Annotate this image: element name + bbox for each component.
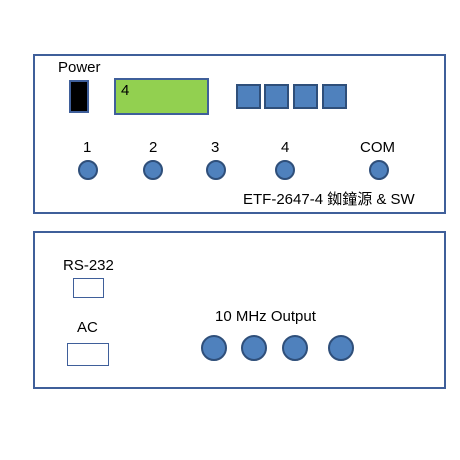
front-panel: Power 4 1 2 3 4 COM ETF-2647-4 銣鐘源 & SW <box>33 54 446 214</box>
output-connector-3[interactable] <box>282 335 308 361</box>
rs232-port[interactable] <box>73 278 104 298</box>
key-4[interactable] <box>322 84 347 109</box>
display-value: 4 <box>121 82 130 99</box>
channel-label-4: 4 <box>281 139 290 156</box>
channel-knob-2[interactable] <box>143 160 163 180</box>
power-label: Power <box>58 59 101 76</box>
channel-label-com: COM <box>360 139 395 156</box>
rear-panel: RS-232 AC 10 MHz Output <box>33 231 446 389</box>
output-label: 10 MHz Output <box>215 308 316 325</box>
channel-label-2: 2 <box>149 139 158 156</box>
channel-knob-com[interactable] <box>369 160 389 180</box>
display-screen: 4 <box>114 78 209 115</box>
output-connector-2[interactable] <box>241 335 267 361</box>
model-label: ETF-2647-4 銣鐘源 & SW <box>243 191 415 208</box>
channel-knob-1[interactable] <box>78 160 98 180</box>
key-1[interactable] <box>236 84 261 109</box>
channel-label-3: 3 <box>211 139 220 156</box>
ac-inlet[interactable] <box>67 343 109 366</box>
output-connector-4[interactable] <box>328 335 354 361</box>
output-connector-1[interactable] <box>201 335 227 361</box>
ac-label: AC <box>77 319 98 336</box>
rs232-label: RS-232 <box>63 257 114 274</box>
key-2[interactable] <box>264 84 289 109</box>
key-3[interactable] <box>293 84 318 109</box>
channel-label-1: 1 <box>83 139 92 156</box>
power-switch[interactable] <box>69 80 89 113</box>
channel-knob-4[interactable] <box>275 160 295 180</box>
channel-knob-3[interactable] <box>206 160 226 180</box>
